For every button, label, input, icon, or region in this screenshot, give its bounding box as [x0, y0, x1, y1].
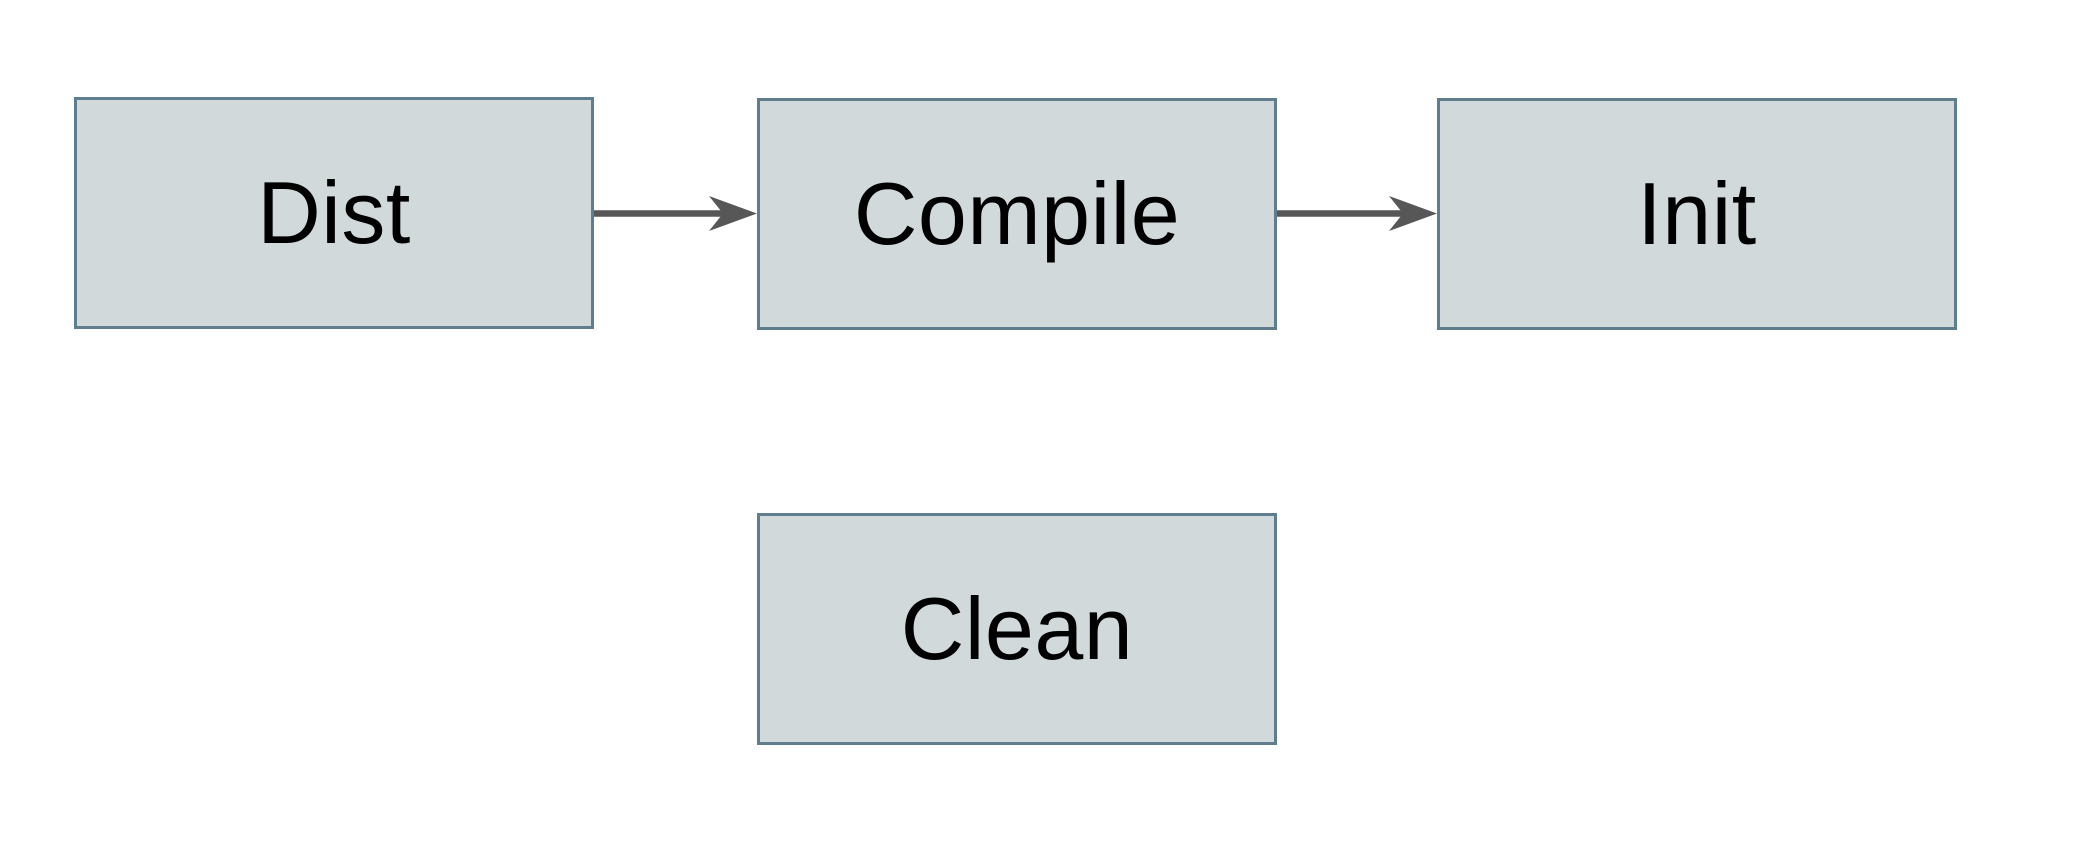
arrow-dist-to-compile	[594, 196, 757, 231]
node-compile-label: Compile	[853, 164, 1181, 263]
arrowhead-icon	[709, 196, 757, 231]
node-dist-label: Dist	[257, 163, 411, 262]
node-compile: Compile	[757, 98, 1277, 330]
node-clean: Clean	[757, 513, 1277, 745]
node-dist: Dist	[74, 97, 594, 329]
arrow-compile-to-init	[1277, 196, 1437, 231]
node-clean-label: Clean	[900, 579, 1134, 678]
node-init: Init	[1437, 98, 1957, 330]
arrowhead-icon	[1389, 196, 1437, 231]
node-init-label: Init	[1637, 164, 1757, 263]
